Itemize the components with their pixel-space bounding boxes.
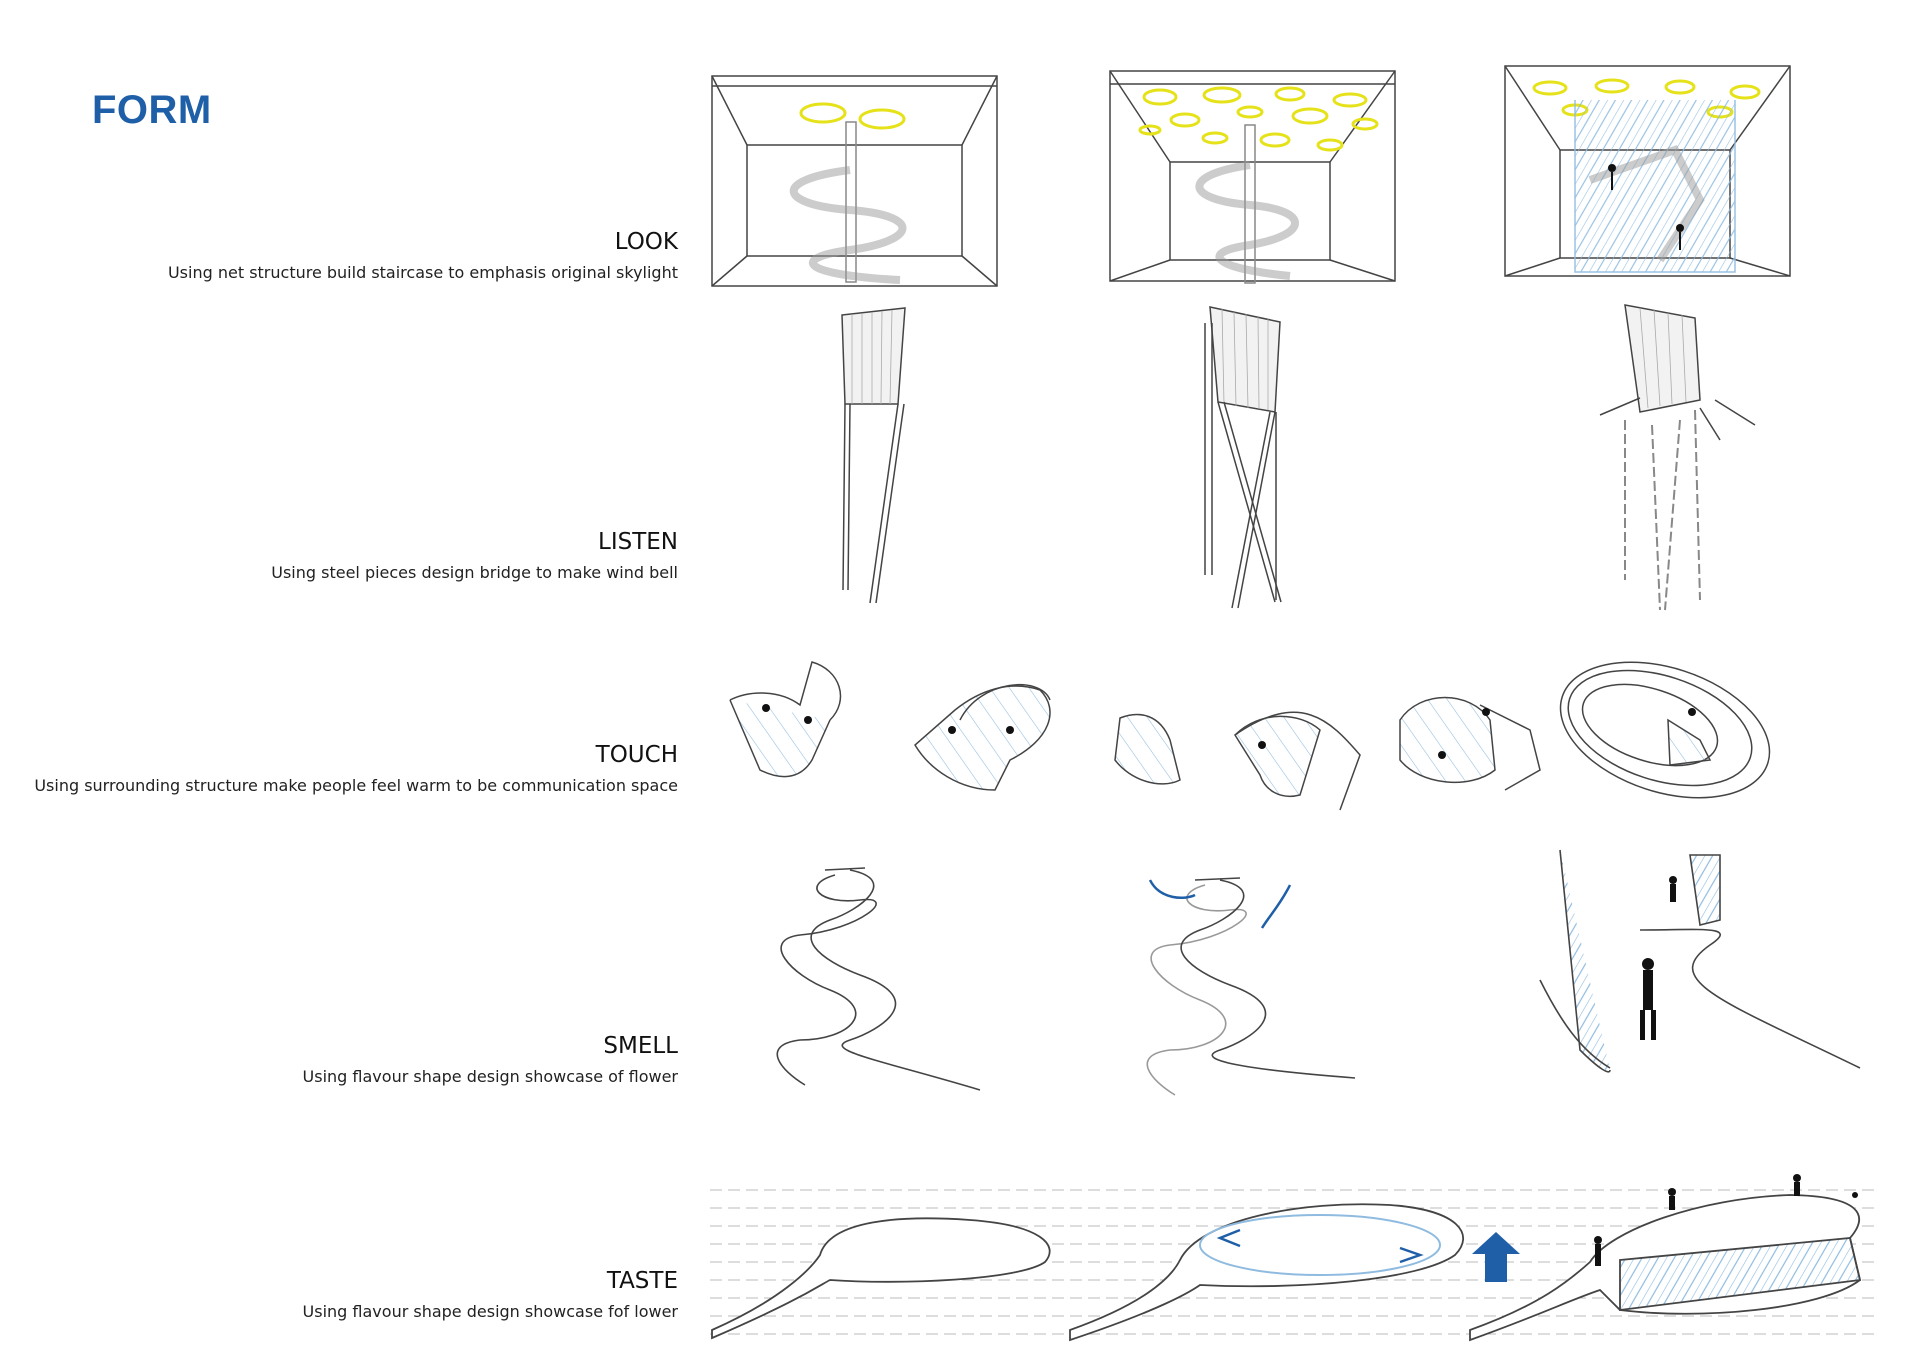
- smell-heading: SMELL: [603, 1033, 678, 1059]
- listen-bell-2: [1204, 306, 1282, 609]
- taste-heading: TASTE: [606, 1268, 678, 1294]
- page-title: FORM: [92, 88, 212, 132]
- touch-shell-4: [1399, 696, 1541, 791]
- listen-description: Using steel pieces design bridge to make…: [271, 563, 678, 582]
- look-room-2: [1109, 70, 1396, 284]
- touch-shell-1: [729, 661, 842, 778]
- smell-label: SMELL Using flavour shape design showcas…: [303, 1032, 678, 1088]
- smell-description: Using flavour shape design showcase of f…: [302, 1067, 678, 1086]
- touch-shell-5: [1559, 661, 1771, 799]
- smell-path-1: [776, 867, 981, 1091]
- smell-path-2: [1146, 877, 1356, 1096]
- look-room-1: [711, 75, 998, 287]
- listen-label: LISTEN Using steel pieces design bridge …: [271, 528, 678, 584]
- touch-shell-2: [914, 683, 1051, 791]
- taste-label: TASTE Using flavour shape design showcas…: [303, 1267, 678, 1323]
- touch-description: Using surrounding structure make people …: [34, 776, 678, 795]
- listen-bell-1: [841, 307, 906, 604]
- taste-spoon-2: [1069, 1203, 1465, 1342]
- listen-bell-3: [1599, 304, 1756, 611]
- taste-spoon-1: [711, 1217, 1051, 1340]
- look-heading: LOOK: [614, 229, 678, 255]
- touch-shell-3: [1114, 711, 1361, 811]
- touch-heading: TOUCH: [595, 742, 678, 768]
- listen-heading: LISTEN: [598, 529, 678, 555]
- look-room-3: [1504, 65, 1791, 277]
- taste-up-arrow-icon: [1472, 1232, 1520, 1282]
- touch-label: TOUCH Using surrounding structure make p…: [34, 741, 678, 797]
- look-description: Using net structure build staircase to e…: [167, 263, 678, 282]
- taste-spoon-3: [1469, 1174, 1862, 1342]
- taste-description: Using flavour shape design showcase fof …: [302, 1302, 678, 1321]
- smell-path-3: [1539, 849, 1861, 1073]
- look-label: LOOK Using net structure build staircase…: [168, 228, 678, 284]
